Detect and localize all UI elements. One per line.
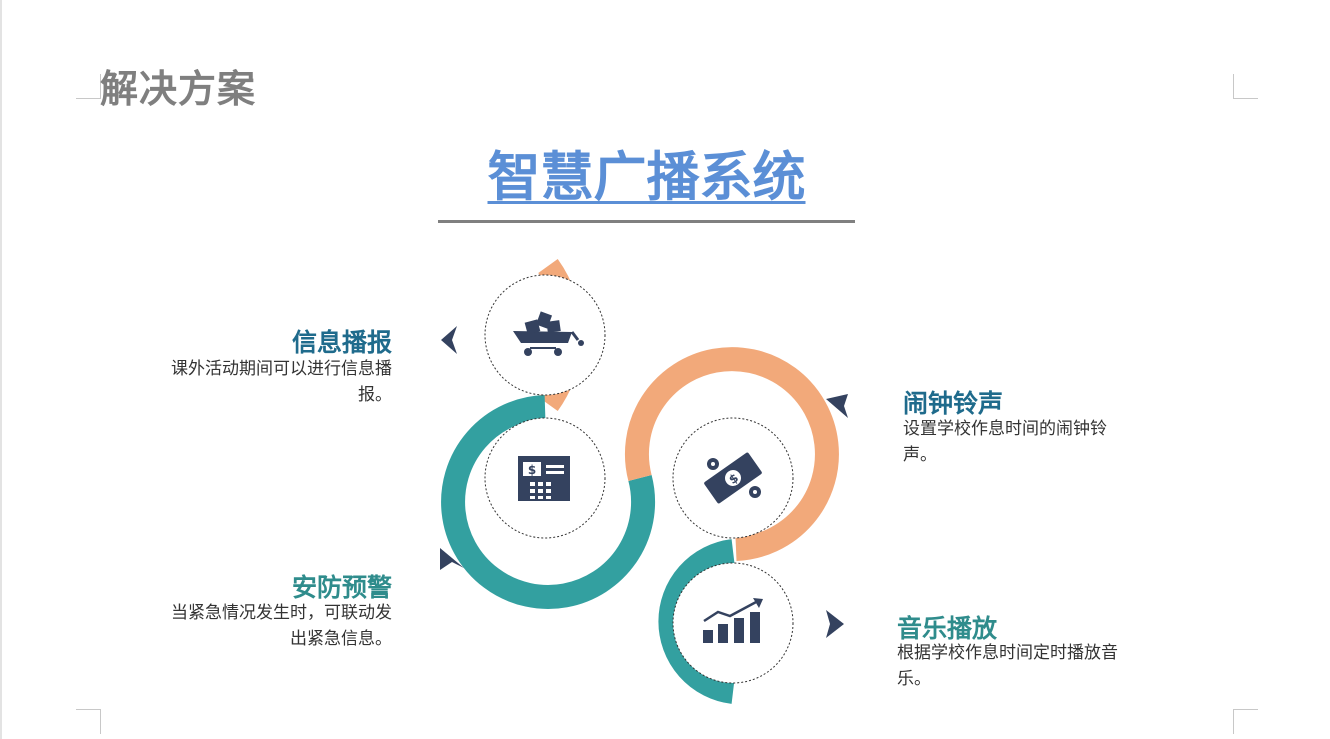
pointer-security: [440, 548, 464, 570]
page-heading: 解决方案: [100, 67, 257, 111]
icon-circle-music: [672, 562, 794, 684]
feature-desc-music: 根据学校作息时间定时播放音乐。: [897, 643, 1118, 689]
corner-mark-top-left: [76, 74, 101, 99]
corner-mark-top-right: [1233, 74, 1258, 99]
page-title: 智慧广播系统: [487, 147, 806, 208]
feature-title-music: 音乐播放: [897, 614, 998, 643]
feature-desc-alarm: 设置学校作息时间的闹钟铃声。: [903, 419, 1107, 465]
growth-chart-icon: [703, 598, 763, 643]
atm-icon: $: [518, 456, 570, 501]
feature-desc-info: 课外活动期间可以进行信息播报。: [171, 359, 392, 405]
arc-bottom-teal: [658, 539, 735, 704]
title-divider: [438, 220, 855, 223]
left-edge-rule: [0, 0, 2, 739]
feature-title-security: 安防预警: [291, 573, 392, 602]
feature-title-alarm: 闹钟铃声: [903, 389, 1004, 418]
arc-middle-teal: [441, 395, 656, 609]
svg-text:$: $: [528, 463, 536, 477]
feature-title-info: 信息播报: [291, 328, 392, 357]
feature-desc-security: 当紧急情况发生时，可联动发出紧急信息。: [171, 603, 392, 649]
corner-mark-bottom-right: [1233, 709, 1258, 734]
pointer-info: [441, 326, 457, 354]
arc-right-orange: [624, 347, 839, 561]
money-bill-icon: $: [704, 452, 762, 504]
cart-icon: [513, 311, 584, 356]
pointer-music: [826, 610, 844, 638]
corner-mark-bottom-left: [76, 709, 101, 734]
pointer-alarm: [826, 394, 848, 418]
